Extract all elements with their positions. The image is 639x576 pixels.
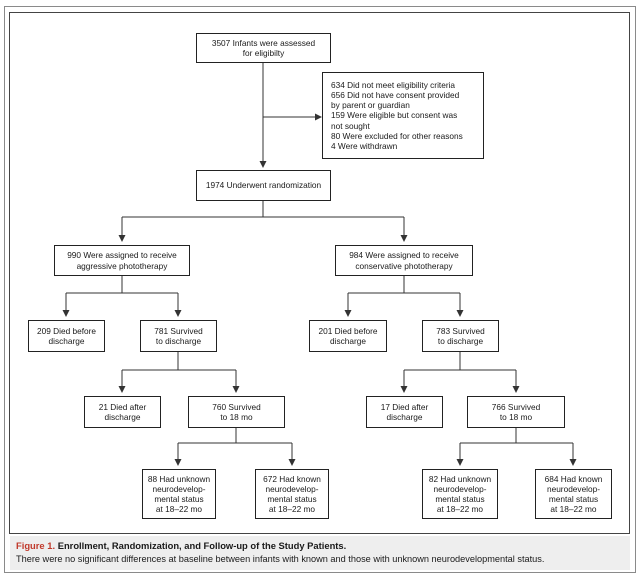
right-died-before-text: 201 Died before discharge (318, 325, 378, 346)
box-left-unknown: 88 Had unknown neurodevelop- mental stat… (142, 469, 216, 519)
box-right-unknown: 82 Had unknown neurodevelop- mental stat… (422, 469, 498, 519)
exclusion-item: 80 Were excluded for other reasons (331, 130, 463, 141)
assessed-text: 3507 Infants were assessed for eligibilt… (211, 37, 316, 58)
box-left-survived-discharge: 781 Survived to discharge (140, 320, 217, 352)
box-exclusions: 634 Did not meet eligibility criteria 65… (322, 72, 484, 159)
exclusion-item: 4 Were withdrawn (331, 141, 398, 151)
left-survived-18-text: 760 Survived to 18 mo (212, 401, 261, 422)
box-randomized: 1974 Underwent randomization (196, 170, 331, 201)
box-left-died-after: 21 Died after discharge (84, 396, 161, 428)
box-left-known: 672 Had known neurodevelop- mental statu… (255, 469, 329, 519)
figure-caption: Figure 1. Enrollment, Randomization, and… (10, 536, 630, 570)
right-unknown-text: 82 Had unknown neurodevelop- mental stat… (428, 473, 492, 515)
box-assessed: 3507 Infants were assessed for eligibilt… (196, 33, 331, 63)
exclusion-list: 634 Did not meet eligibility criteria 65… (331, 80, 463, 151)
right-survived-discharge-text: 783 Survived to discharge (436, 325, 485, 346)
box-left-died-before: 209 Died before discharge (28, 320, 105, 352)
left-died-before-text: 209 Died before discharge (36, 325, 97, 346)
left-known-text: 672 Had known neurodevelop- mental statu… (263, 473, 321, 515)
caption-title: Enrollment, Randomization, and Follow-up… (57, 540, 347, 551)
box-right-died-after: 17 Died after discharge (366, 396, 443, 428)
right-assigned-text: 984 Were assigned to receive conservativ… (349, 250, 459, 271)
box-right-known: 684 Had known neurodevelop- mental statu… (535, 469, 612, 519)
box-right-assigned: 984 Were assigned to receive conservativ… (335, 245, 473, 276)
right-known-text: 684 Had known neurodevelop- mental statu… (544, 473, 603, 515)
flowchart-frame (9, 12, 630, 534)
box-left-assigned: 990 Were assigned to receive aggressive … (54, 245, 190, 276)
figure-label: Figure 1. (16, 540, 56, 551)
exclusion-item: 656 Did not have consent provided by par… (331, 89, 460, 111)
left-assigned-text: 990 Were assigned to receive aggressive … (67, 250, 177, 271)
right-died-after-text: 17 Died after discharge (380, 401, 429, 422)
right-survived-18-text: 766 Survived to 18 mo (491, 401, 541, 422)
caption-title-line: Figure 1. Enrollment, Randomization, and… (16, 540, 346, 551)
box-right-died-before: 201 Died before discharge (309, 320, 387, 352)
left-died-after-text: 21 Died after discharge (98, 401, 147, 422)
left-unknown-text: 88 Had unknown neurodevelop- mental stat… (147, 473, 211, 515)
box-right-survived-18: 766 Survived to 18 mo (467, 396, 565, 428)
caption-text: There were no significant differences at… (16, 554, 545, 564)
exclusion-item: 159 Were eligible but consent was not so… (331, 110, 458, 131)
exclusion-item: 634 Did not meet eligibility criteria (331, 79, 456, 90)
left-survived-discharge-text: 781 Survived to discharge (154, 325, 203, 346)
randomized-text: 1974 Underwent randomization (205, 180, 322, 191)
box-left-survived-18: 760 Survived to 18 mo (188, 396, 285, 428)
box-right-survived-discharge: 783 Survived to discharge (422, 320, 499, 352)
